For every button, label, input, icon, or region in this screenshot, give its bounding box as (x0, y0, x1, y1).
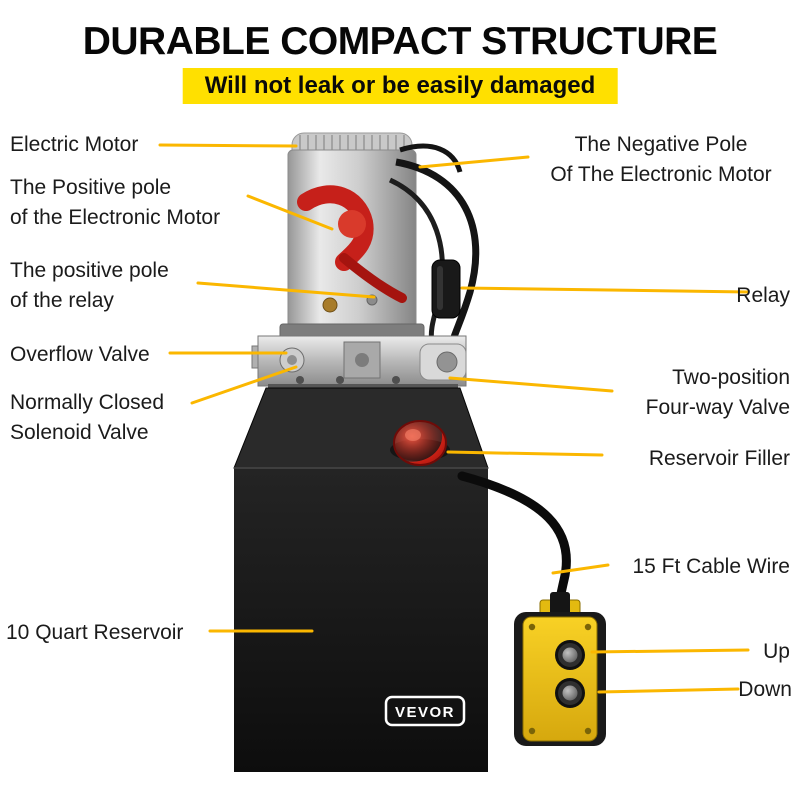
label-positive-pole-motor: The Positive pole of the Electronic Moto… (10, 173, 220, 233)
leader-four-way-valve (448, 376, 614, 393)
label-overflow-valve: Overflow Valve (10, 340, 150, 370)
leader-lines (158, 143, 750, 694)
brand-logo: VEVOR (384, 695, 466, 727)
leader-relay (460, 286, 750, 294)
positive-cable-graphic (297, 185, 407, 303)
leader-reservoir-filler (446, 450, 604, 457)
leader-electric-motor (158, 143, 298, 148)
label-line: Solenoid Valve (10, 421, 149, 444)
label-line: The Positive pole (10, 176, 172, 199)
label-negative-pole-motor: The Negative Pole Of The Electronic Moto… (532, 130, 790, 190)
label-down: Down (640, 675, 792, 705)
remote-control-graphic (514, 592, 606, 746)
label-line: Up (763, 640, 790, 663)
up-button-graphic (555, 640, 585, 670)
label-line: Four-way Valve (645, 396, 790, 419)
label-line: Normally Closed (10, 391, 165, 414)
subtitle-banner: Will not leak or be easily damaged (182, 68, 618, 104)
label-line: Electric Motor (10, 133, 139, 156)
filler-cap-graphic (390, 420, 450, 466)
label-line: of the relay (10, 289, 114, 312)
label-line: The positive pole (10, 259, 169, 282)
label-quart-reservoir: 10 Quart Reservoir (6, 618, 183, 648)
label-up: Up (640, 637, 790, 667)
leader-solenoid-valve (190, 365, 298, 405)
label-line: 10 Quart Reservoir (6, 621, 184, 644)
label-electric-motor: Electric Motor (10, 130, 138, 160)
label-cable-wire: 15 Ft Cable Wire (613, 552, 790, 582)
label-line: Relay (736, 284, 790, 307)
label-solenoid-valve: Normally Closed Solenoid Valve (10, 388, 164, 448)
leader-negative-pole (418, 155, 530, 169)
leader-up (590, 648, 750, 654)
label-line: of the Electronic Motor (10, 206, 221, 229)
down-button-graphic (555, 678, 585, 708)
label-line: Overflow Valve (10, 343, 150, 366)
valve-block-graphic (251, 335, 467, 390)
leader-down (597, 687, 740, 694)
label-line: Of The Electronic Motor (550, 163, 772, 186)
relay-graphic (431, 259, 461, 319)
leader-positive-pole-motor (246, 194, 334, 231)
leader-positive-pole-relay (196, 281, 376, 299)
label-line: 15 Ft Cable Wire (632, 555, 790, 578)
label-line: Reservoir Filler (648, 447, 790, 470)
label-line: Two-position (672, 366, 790, 389)
brand-logo-text: VEVOR (395, 704, 455, 721)
label-reservoir-filler: Reservoir Filler (608, 444, 790, 474)
label-four-way-valve: Two-position Four-way Valve (618, 363, 790, 423)
page-title: DURABLE COMPACT STRUCTURE (82, 20, 718, 63)
leader-cable-wire (551, 563, 610, 575)
label-positive-pole-relay: The positive pole of the relay (10, 256, 169, 316)
label-relay: Relay (520, 281, 790, 311)
label-line: Down (738, 678, 792, 701)
label-line: The Negative Pole (574, 133, 748, 156)
